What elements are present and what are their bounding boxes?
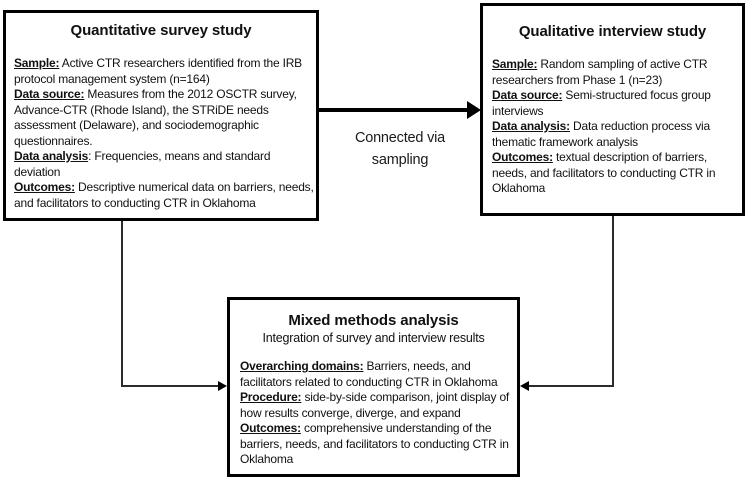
entry-text: comprehensive understanding of the barri… bbox=[240, 421, 509, 466]
right-arrowhead-icon bbox=[467, 101, 481, 119]
mixed-procedure-entry: Procedure: side-by-side comparison, join… bbox=[240, 390, 514, 421]
quantitative-data-analysis-entry: Data analysis: Frequencies, means and st… bbox=[14, 149, 314, 180]
quant-to-qual-arrow-line bbox=[319, 108, 469, 112]
qualitative-outcomes-entry: Outcomes: textual description of barrier… bbox=[492, 150, 738, 197]
right-arrowhead-icon bbox=[218, 381, 227, 391]
quantitative-box-body: Sample: Active CTR researchers identifie… bbox=[14, 56, 314, 211]
qualitative-data-analysis-entry: Data analysis: Data reduction process vi… bbox=[492, 119, 738, 150]
qualitative-interview-study-box: Qualitative interview study Sample: Rand… bbox=[480, 3, 745, 216]
qualitative-data-source-entry: Data source: Semi-structured focus group… bbox=[492, 88, 738, 119]
mixed-box-title: Mixed methods analysis bbox=[288, 312, 459, 329]
entry-label: Sample: bbox=[492, 57, 538, 71]
entry-label: Overarching domains: bbox=[240, 359, 364, 373]
quant-to-mixed-vertical-line bbox=[121, 221, 123, 387]
mixed-overarching-domains-entry: Overarching domains: Barriers, needs, an… bbox=[240, 359, 514, 390]
quantitative-data-source-entry: Data source: Measures from the 2012 OSCT… bbox=[14, 87, 314, 149]
entry-label: Outcomes: bbox=[14, 180, 75, 194]
qual-to-mixed-vertical-line bbox=[612, 216, 614, 387]
entry-text: Data reduction process via thematic fram… bbox=[492, 119, 710, 149]
entry-label: Data source: bbox=[492, 88, 563, 102]
entry-label: Outcomes: bbox=[492, 150, 553, 164]
entry-text: side-by-side comparison, joint display o… bbox=[240, 390, 510, 420]
entry-text: Measures from the 2012 OSCTR survey, Adv… bbox=[14, 87, 297, 148]
entry-label: Data analysis bbox=[14, 149, 89, 163]
entry-text: textual description of barriers, needs, … bbox=[492, 150, 716, 195]
qual-to-mixed-horizontal-line bbox=[529, 385, 614, 387]
connector-label: Connected via sampling bbox=[354, 130, 446, 168]
mixed-outcomes-entry: Outcomes: comprehensive understanding of… bbox=[240, 421, 514, 468]
entry-label: Sample: bbox=[14, 56, 60, 70]
entry-text: Random sampling of active CTR researcher… bbox=[492, 57, 708, 87]
entry-label: Data analysis: bbox=[492, 119, 570, 133]
entry-label: Procedure: bbox=[240, 390, 302, 404]
quantitative-survey-study-box: Quantitative survey study Sample: Active… bbox=[3, 10, 319, 221]
entry-text: : Frequencies, means and standard deviat… bbox=[14, 149, 271, 179]
quantitative-box-title: Quantitative survey study bbox=[70, 22, 252, 39]
entry-text: Descriptive numerical data on barriers, … bbox=[14, 180, 314, 210]
mixed-box-subtitle: Integration of survey and interview resu… bbox=[262, 331, 485, 345]
qualitative-sample-entry: Sample: Random sampling of active CTR re… bbox=[492, 57, 738, 88]
mixed-box-body: Overarching domains: Barriers, needs, an… bbox=[240, 359, 514, 468]
mixed-methods-analysis-box: Mixed methods analysis Integration of su… bbox=[227, 297, 520, 477]
qualitative-box-title: Qualitative interview study bbox=[518, 23, 707, 40]
qualitative-box-body: Sample: Random sampling of active CTR re… bbox=[492, 57, 738, 197]
entry-text: Semi-structured focus group interviews bbox=[492, 88, 711, 118]
entry-label: Data source: bbox=[14, 87, 85, 101]
entry-label: Outcomes: bbox=[240, 421, 301, 435]
entry-text: Barriers, needs, and facilitators relate… bbox=[240, 359, 498, 389]
quant-to-mixed-horizontal-line bbox=[121, 385, 218, 387]
quantitative-outcomes-entry: Outcomes: Descriptive numerical data on … bbox=[14, 180, 314, 211]
quantitative-sample-entry: Sample: Active CTR researchers identifie… bbox=[14, 56, 314, 87]
entry-text: Active CTR researchers identified from t… bbox=[14, 56, 302, 86]
left-arrowhead-icon bbox=[520, 381, 529, 391]
